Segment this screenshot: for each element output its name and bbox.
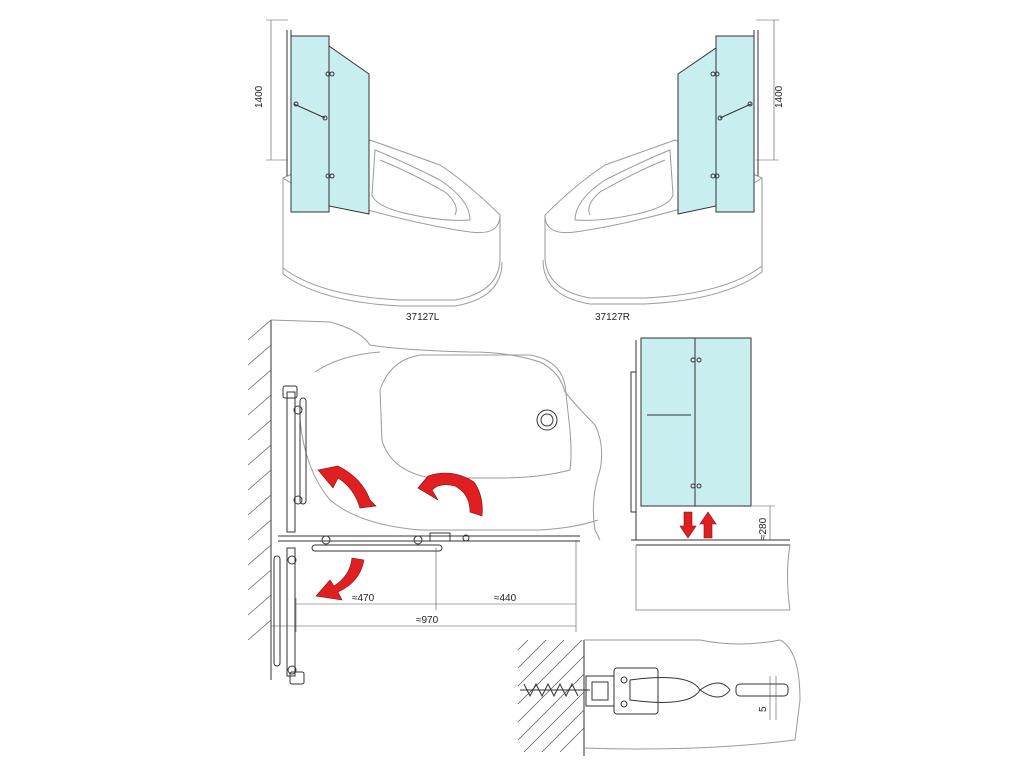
model-label-left: 37127L [406,312,440,323]
front-glass-a [640,337,696,507]
wall-hatching [247,319,272,641]
dimension-panel-b: ≈440 [494,593,517,604]
view-37127R: 1400 [542,19,785,305]
rotate-arrow-3 [315,557,365,601]
rotate-arrow-2 [417,472,483,517]
glass-panel-right-a [715,35,755,213]
screw-anchor [520,682,590,698]
down-arrow [679,511,697,539]
detail-wall-hatching [517,639,585,753]
model-label-right: 37127R [595,312,630,323]
dimension-height-left: 1400 [254,85,265,108]
dimension-panel-a: ≈470 [352,593,375,604]
dimension-height-right: 1400 [774,85,785,108]
front-elevation: ≈280 [630,337,791,611]
view-37127L: 1400 [254,19,503,307]
up-arrow [699,511,717,539]
rotate-arrow-1 [317,465,377,509]
plan-view: ≈470 ≈440 ≈970 [247,319,603,685]
dimension-gap-bottom: ≈280 [758,517,769,540]
front-glass-b [694,337,752,507]
profile-detail: 5 [517,639,801,756]
glass-panel-left-b [328,45,370,215]
glass-panel-left-a [290,35,330,213]
dimension-total: ≈970 [416,615,439,626]
dimension-profile-gap: 5 [758,706,769,712]
glass-panel-right-b [677,47,717,215]
